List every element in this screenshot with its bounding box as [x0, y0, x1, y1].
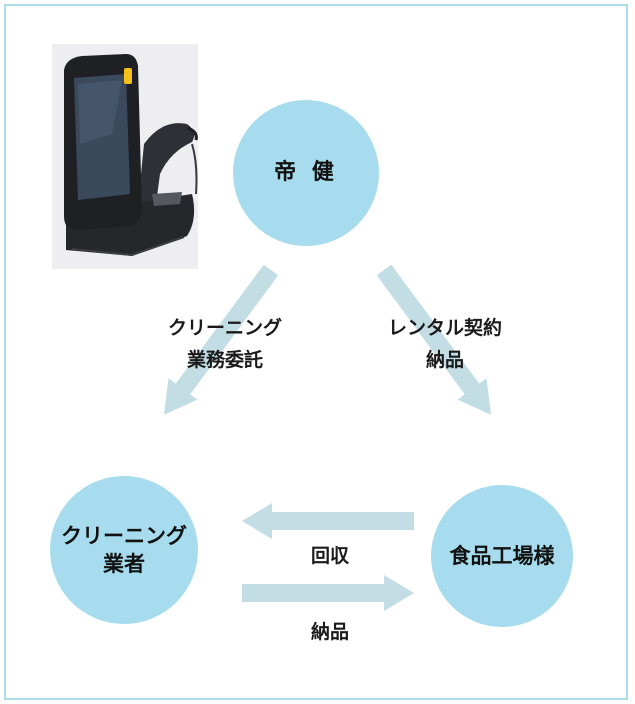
node-cleaning-label-line1: クリーニング	[61, 523, 187, 548]
handheld-scanner-image	[52, 44, 198, 269]
edge-label-collection: 回収	[310, 545, 349, 567]
handheld-scanner-device-icon	[52, 44, 198, 269]
node-food-factory: 食品工場様	[431, 485, 573, 627]
node-teiken: 帝 健	[233, 100, 379, 246]
arrow-teiken-to-cleaning	[163, 264, 279, 415]
edge-label-outsourcing-line2: 業務委託	[186, 349, 263, 371]
arrow-teiken-to-factory	[376, 264, 492, 415]
edge-label-outsourcing: クリーニング 業務委託	[140, 312, 310, 376]
node-factory-label: 食品工場様	[449, 543, 555, 568]
node-cleaning-label-line2: 業者	[103, 552, 145, 576]
edge-label-delivery: 納品	[310, 621, 349, 643]
edge-label-rental-line1: レンタル契約	[387, 317, 502, 339]
arrow-cleaning-to-factory	[242, 575, 414, 611]
edge-label-rental-line2: 納品	[425, 349, 464, 371]
edge-label-rental: レンタル契約 納品	[360, 312, 530, 376]
node-teiken-label: 帝 健	[274, 160, 338, 186]
edge-label-outsourcing-line1: クリーニング	[167, 317, 282, 339]
node-cleaning-contractor: クリーニング 業者	[50, 476, 198, 624]
arrow-factory-to-cleaning	[242, 503, 414, 539]
